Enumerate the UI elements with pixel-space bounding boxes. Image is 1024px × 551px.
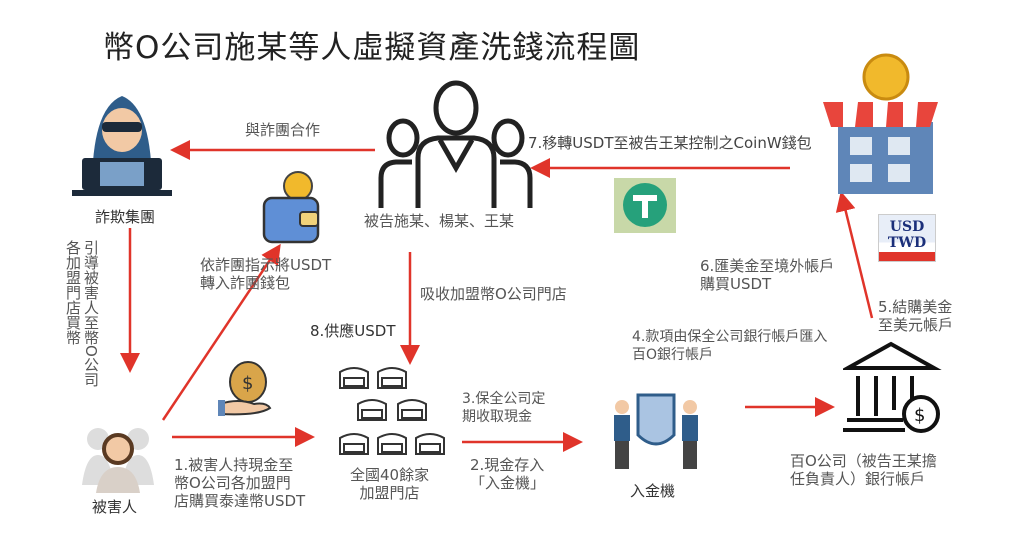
- step2-label: 2.現金存入 「入金機」: [470, 456, 545, 492]
- transfer-wallet-line2: 轉入詐團錢包: [200, 274, 291, 292]
- step6-line2: 購買USDT: [700, 275, 772, 293]
- tether-icon: [614, 178, 676, 233]
- bank-line2: 任負責人）銀行帳戶: [790, 470, 926, 488]
- crypto-wallet-icon: [262, 171, 320, 244]
- atm-guards-icon: [614, 393, 698, 469]
- crypto-exchange-store-icon: [823, 53, 938, 194]
- usd-text: USD: [889, 219, 925, 235]
- arrow-step5: [835, 191, 874, 319]
- step6-line1: 6.匯美金至境外帳戶: [700, 257, 835, 275]
- step7-label: 7.移轉USDT至被告王某控制之CoinW錢包: [528, 134, 812, 152]
- defendants-label: 被告施某、楊某、王某: [364, 212, 515, 230]
- step4-line1: 4.款項由保全公司銀行帳戶匯入: [632, 329, 828, 345]
- absorb-label: 吸收加盟幣O公司門店: [420, 285, 567, 303]
- step3-line2: 期收取現金: [462, 409, 532, 425]
- hacker-icon: [72, 96, 172, 196]
- step8-label: 8.供應USDT: [310, 322, 396, 340]
- arrow-victim-wallet: [161, 243, 281, 421]
- transfer-wallet-label: 依詐團指示將USDT 轉入詐團錢包: [200, 256, 331, 292]
- bank-icon: $: [843, 341, 942, 433]
- diagram-title: 幣O公司施某等人虛擬資產洗錢流程圖: [103, 30, 641, 66]
- step5-line2: 至美元帳戶: [878, 316, 954, 334]
- step5-line1: 5.結購美金: [878, 298, 953, 316]
- step2-line2: 「入金機」: [470, 474, 546, 492]
- step6-label: 6.匯美金至境外帳戶 購買USDT: [700, 257, 834, 293]
- twd-text: TWD: [887, 235, 927, 251]
- usd-twd-exchange-icon: USD TWD: [878, 214, 936, 262]
- step1-line1: 1.被害人持現金至: [174, 456, 294, 474]
- victim-label: 被害人: [92, 498, 138, 516]
- stores-line2: 加盟門店: [359, 484, 420, 502]
- stores-label: 全國40餘家 加盟門店: [350, 466, 429, 502]
- bank-label: 百O公司（被告王某擔 任負責人）銀行帳戶: [790, 452, 937, 488]
- franchise-stores-icon: [339, 367, 445, 455]
- fraud-group-label: 詐欺集團: [95, 208, 156, 226]
- cooperate-label: 與詐團合作: [245, 121, 321, 139]
- guide-text-col2: 各加盟門店買幣: [64, 240, 82, 345]
- transfer-wallet-line1: 依詐團指示將USDT: [200, 256, 332, 274]
- bank-line1: 百O公司（被告王某擔: [790, 452, 937, 470]
- step4-line2: 百O銀行帳戶: [632, 347, 714, 363]
- stores-line1: 全國40餘家: [350, 466, 430, 484]
- step5-label: 5.結購美金 至美元帳戶: [878, 298, 953, 334]
- money-bag-icon: $: [218, 361, 272, 416]
- step4-label: 4.款項由保全公司銀行帳戶匯入 百O銀行帳戶: [632, 328, 827, 364]
- step3-label: 3.保全公司定 期收取現金: [462, 390, 545, 426]
- victim-icon: [82, 428, 154, 493]
- atm-label: 入金機: [630, 482, 676, 500]
- step1-line3: 店購買泰達幣USDT: [174, 492, 306, 510]
- step2-line1: 2.現金存入: [470, 456, 545, 474]
- step1-line2: 幣O公司各加盟門: [174, 474, 291, 492]
- step3-line1: 3.保全公司定: [462, 391, 546, 407]
- guide-text-col1: 引導被害人至幣O公司: [82, 240, 100, 387]
- defendants-icon: [378, 80, 533, 208]
- svg-text:$: $: [914, 405, 925, 426]
- step1-label: 1.被害人持現金至 幣O公司各加盟門 店購買泰達幣USDT: [174, 456, 305, 510]
- svg-text:$: $: [242, 373, 253, 394]
